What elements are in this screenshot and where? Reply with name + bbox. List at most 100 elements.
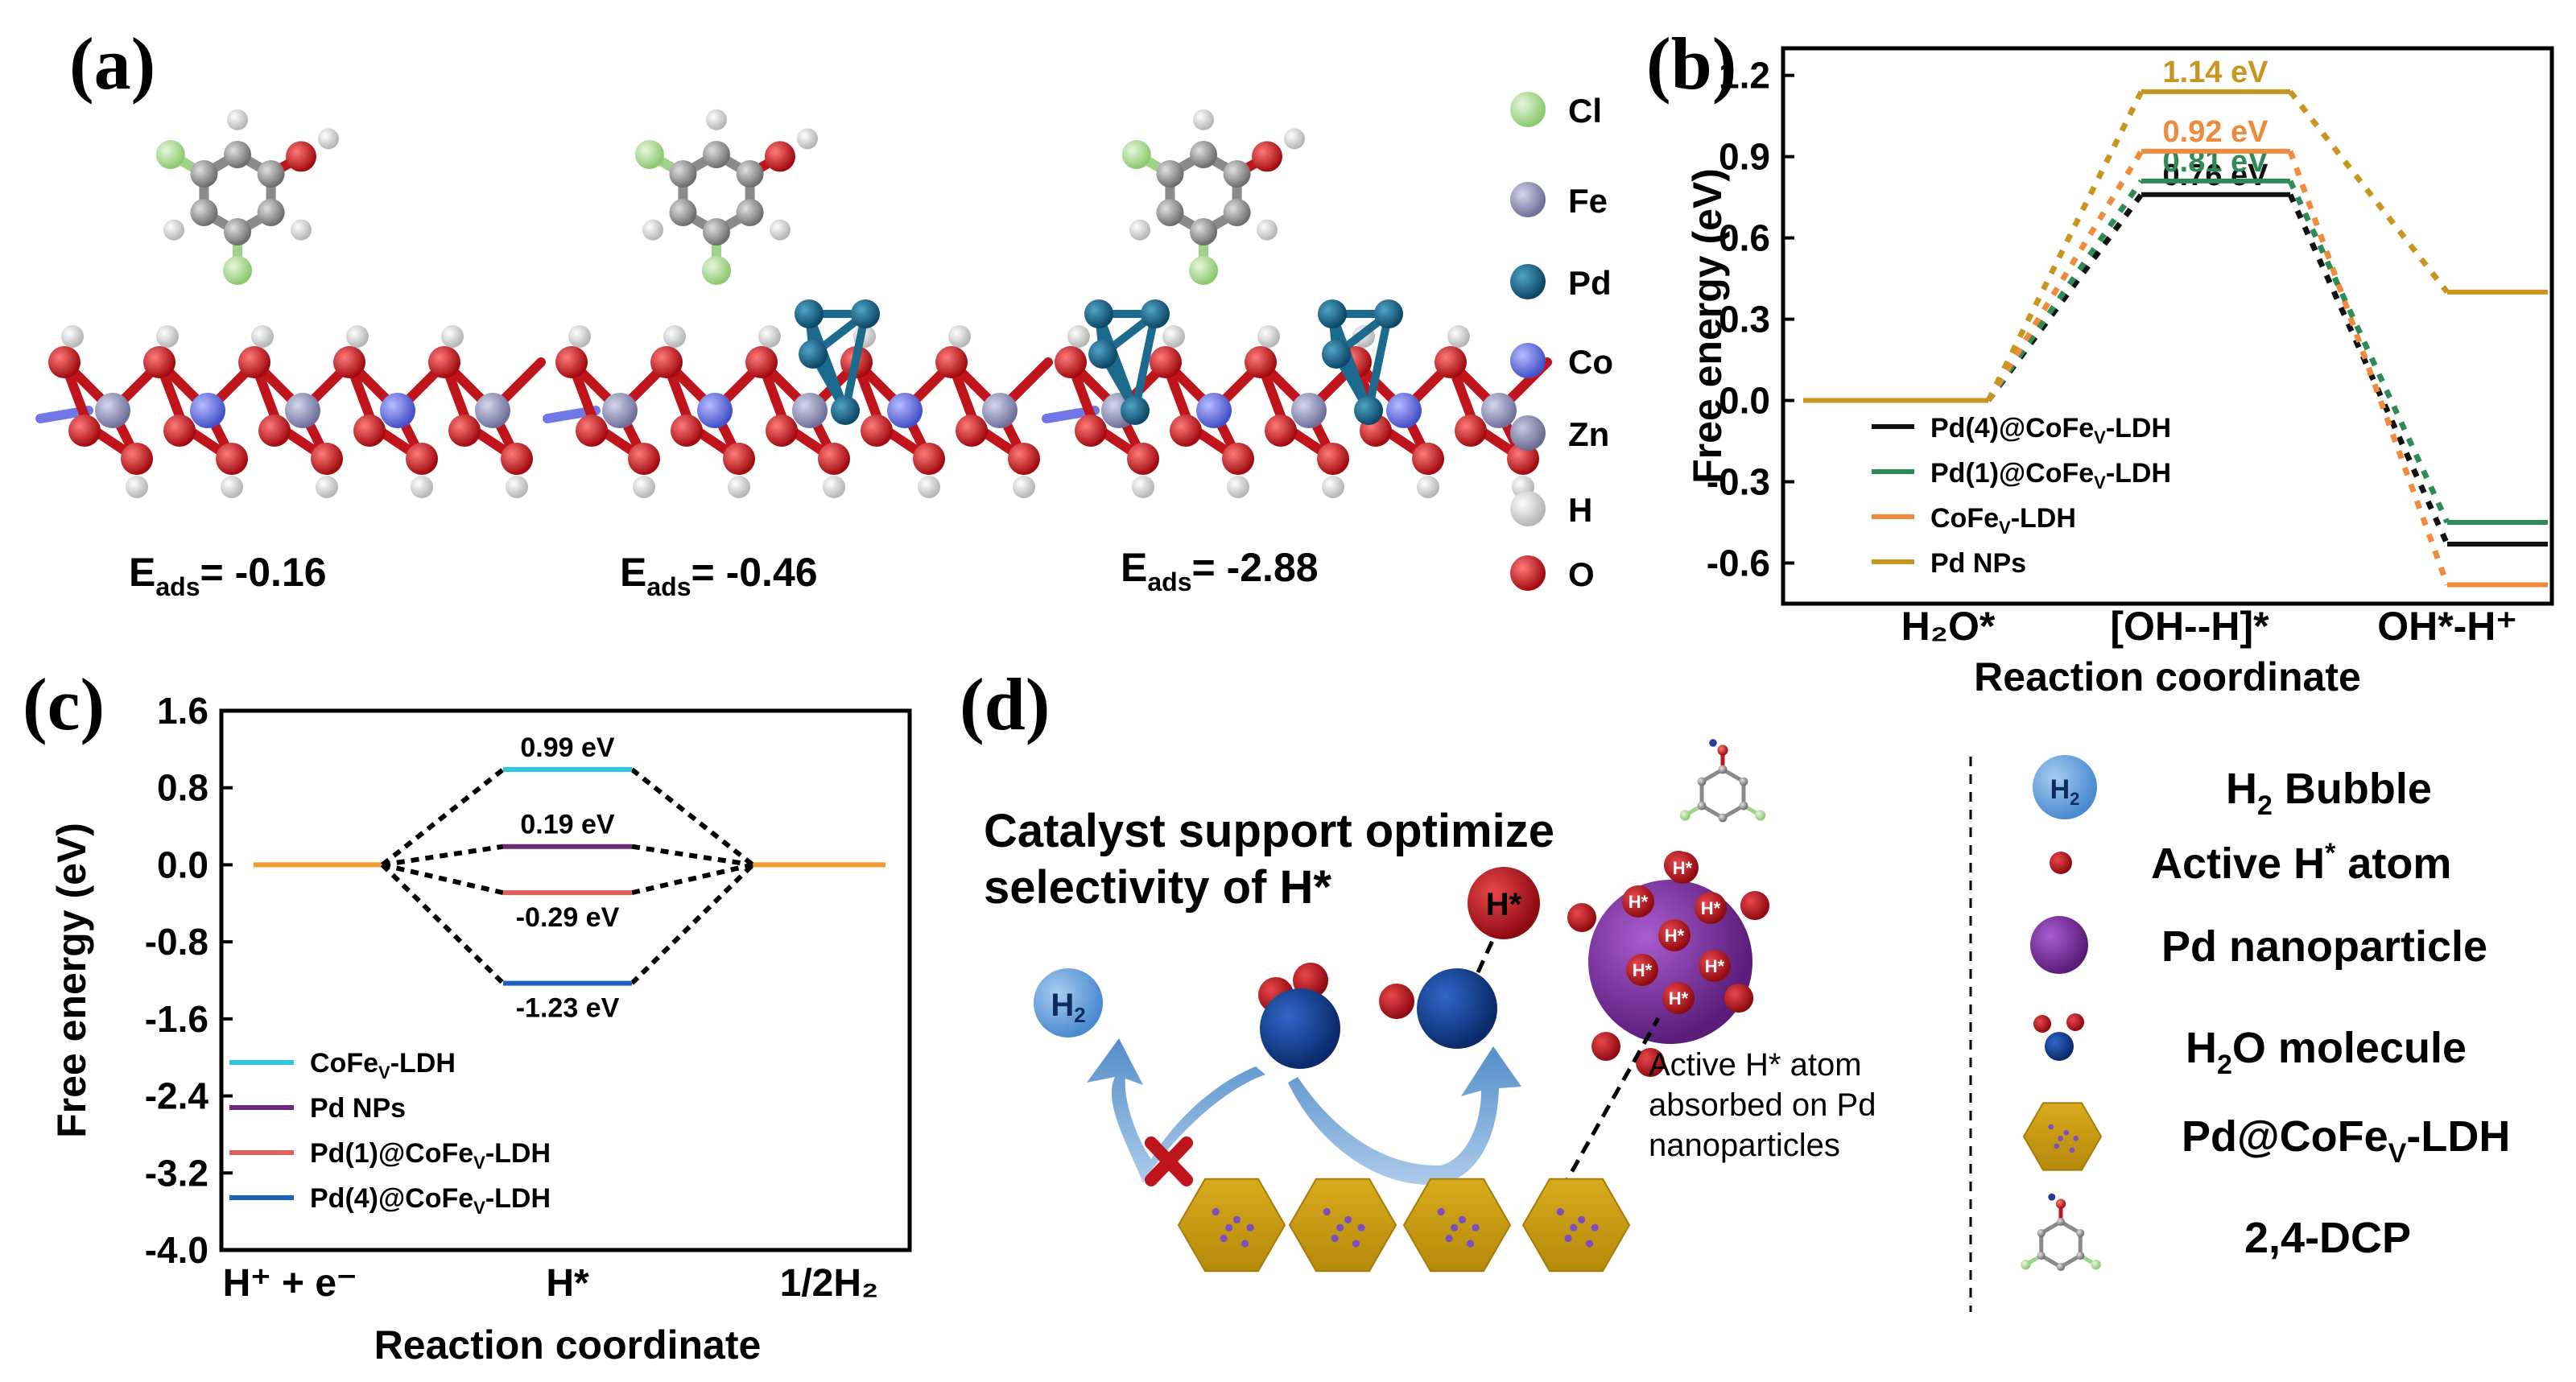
metal-atom	[792, 393, 828, 428]
pd-atom	[1121, 396, 1150, 425]
c-atom	[224, 218, 251, 245]
c-atom	[1190, 218, 1217, 245]
pd-atom	[1141, 299, 1170, 328]
o-atom	[258, 415, 291, 447]
chart-b-connector-2-0	[1986, 150, 2144, 402]
chart-b-ylabel: Free energy (eV)	[1685, 168, 1730, 484]
metal-atom	[380, 393, 415, 428]
h-atom	[1132, 476, 1154, 498]
h-atom	[1658, 919, 1690, 951]
metal-atom	[1291, 393, 1327, 428]
support-hexagon-1	[1177, 1178, 1286, 1273]
chart-b-ytick-label: -0.6	[1707, 542, 1770, 584]
o-atom	[1412, 443, 1444, 475]
legend-d-water-molecule: H2O molecule	[2186, 1024, 2467, 1080]
o-atom	[650, 346, 683, 378]
h-atom	[316, 476, 338, 498]
c-atom	[1156, 160, 1184, 188]
c-atom	[1190, 141, 1217, 168]
h-atom	[642, 219, 664, 241]
h-atom	[568, 325, 591, 348]
c-atom	[257, 160, 285, 188]
o-atom	[163, 415, 196, 447]
o-atom	[628, 443, 660, 475]
o-atom	[448, 415, 481, 447]
chart-b: Free energy (eV) Reaction coordinate 1.2…	[1685, 46, 2554, 699]
h-atom	[706, 109, 727, 130]
c-atom	[190, 199, 218, 226]
h-atom	[1666, 852, 1699, 884]
o-atom	[818, 443, 850, 475]
chart-b-ytick-label: 1.2	[1719, 55, 1770, 97]
chart-b-connector-1-1	[2287, 179, 2450, 524]
o-atom	[1055, 346, 1087, 378]
chart-c-ytick-label: -2.4	[145, 1075, 209, 1117]
chart-b-frame	[1781, 46, 2554, 606]
chart-b-ytick-label: -0.3	[1707, 461, 1770, 503]
pd-atom	[795, 299, 824, 328]
legend-d-labels: H2 Bubble Active H* atom Pd nanoparticle…	[2151, 765, 2510, 1262]
c-atom	[703, 218, 730, 245]
h-atom	[506, 476, 528, 498]
chart-b-ytick-label: 0.3	[1719, 299, 1770, 340]
o-atom	[121, 443, 153, 475]
c-atom	[1223, 160, 1251, 188]
c-atom	[1223, 199, 1251, 226]
pd-nanoparticle-with-h: H*H*H*H*H*H*H*	[1567, 739, 1769, 1077]
h-atom	[1699, 950, 1731, 982]
chart-b-legend-entry: Pd(1)@CoFeV-LDH	[1930, 458, 2171, 493]
chart-b-xtick-label: H₂O*	[1901, 604, 1996, 649]
o-atom	[723, 443, 755, 475]
panel-a-structures	[35, 109, 1552, 498]
h-atom	[1067, 325, 1090, 348]
legend-atom-pd: Pd	[1568, 264, 1612, 302]
support-hexagon-4	[1521, 1178, 1631, 1273]
support-hexagon-3	[1402, 1178, 1512, 1273]
h-atom	[1283, 128, 1305, 150]
pd-cluster	[1084, 299, 1170, 425]
h-atom	[1622, 885, 1654, 918]
panel-label-d: (d)	[960, 663, 1050, 745]
c-atom	[257, 199, 285, 226]
chart-b-data-label: 0.76 eV	[2163, 159, 2269, 192]
o-atom	[238, 346, 270, 378]
h-atom-label: H*	[1629, 892, 1649, 912]
dcp-molecule	[1121, 109, 1305, 285]
o-atom	[861, 415, 893, 447]
metal-atom	[95, 393, 130, 428]
legend-atom-fe-icon	[1510, 182, 1546, 217]
active-h-atom-label: H*	[1486, 887, 1522, 922]
eads-label-3: Eads= -2.88	[1121, 545, 1319, 596]
h-atom	[441, 325, 464, 348]
o-atom	[1507, 443, 1539, 475]
chart-b-ytick-label: 0.9	[1719, 136, 1770, 178]
o-atom	[1245, 346, 1277, 378]
o-atom	[1008, 443, 1040, 475]
metal-atom	[887, 393, 923, 428]
legend-atom-cl: Cl	[1568, 92, 1602, 130]
legend-pd-ldh-hexagon-icon	[2022, 1102, 2103, 1171]
c-atom	[736, 160, 764, 188]
active-h-atom	[1468, 867, 1540, 939]
o-atom	[285, 141, 316, 172]
panel-label-a: (a)	[69, 23, 155, 105]
o-atom	[333, 346, 365, 378]
chart-c-legend-entry: Pd(4)@CoFeV-LDH	[310, 1183, 551, 1218]
h-atom	[1695, 892, 1727, 924]
chart-c-ylabel: Free energy (eV)	[49, 823, 94, 1138]
chart-c-data-label: 0.19 eV	[520, 810, 615, 840]
h-atom	[1636, 1048, 1665, 1077]
water-molecule-1	[1258, 963, 1340, 1069]
metal-atom	[602, 393, 638, 428]
chart-b-ytick-label: 0.6	[1719, 217, 1770, 259]
cl-atom	[1189, 256, 1218, 285]
chart-c-connector-in	[382, 862, 504, 896]
metal-atom	[475, 393, 510, 428]
o-atom	[935, 346, 968, 378]
chart-c-ytick-label: -4.0	[145, 1229, 208, 1271]
chart-b-data-label: 0.92 eV	[2163, 115, 2269, 149]
chart-c-ytick-label: 0.8	[157, 767, 208, 809]
h-atom-label: H*	[1705, 956, 1725, 976]
legend-atom-o: O	[1568, 555, 1595, 593]
o-atom	[501, 443, 533, 475]
